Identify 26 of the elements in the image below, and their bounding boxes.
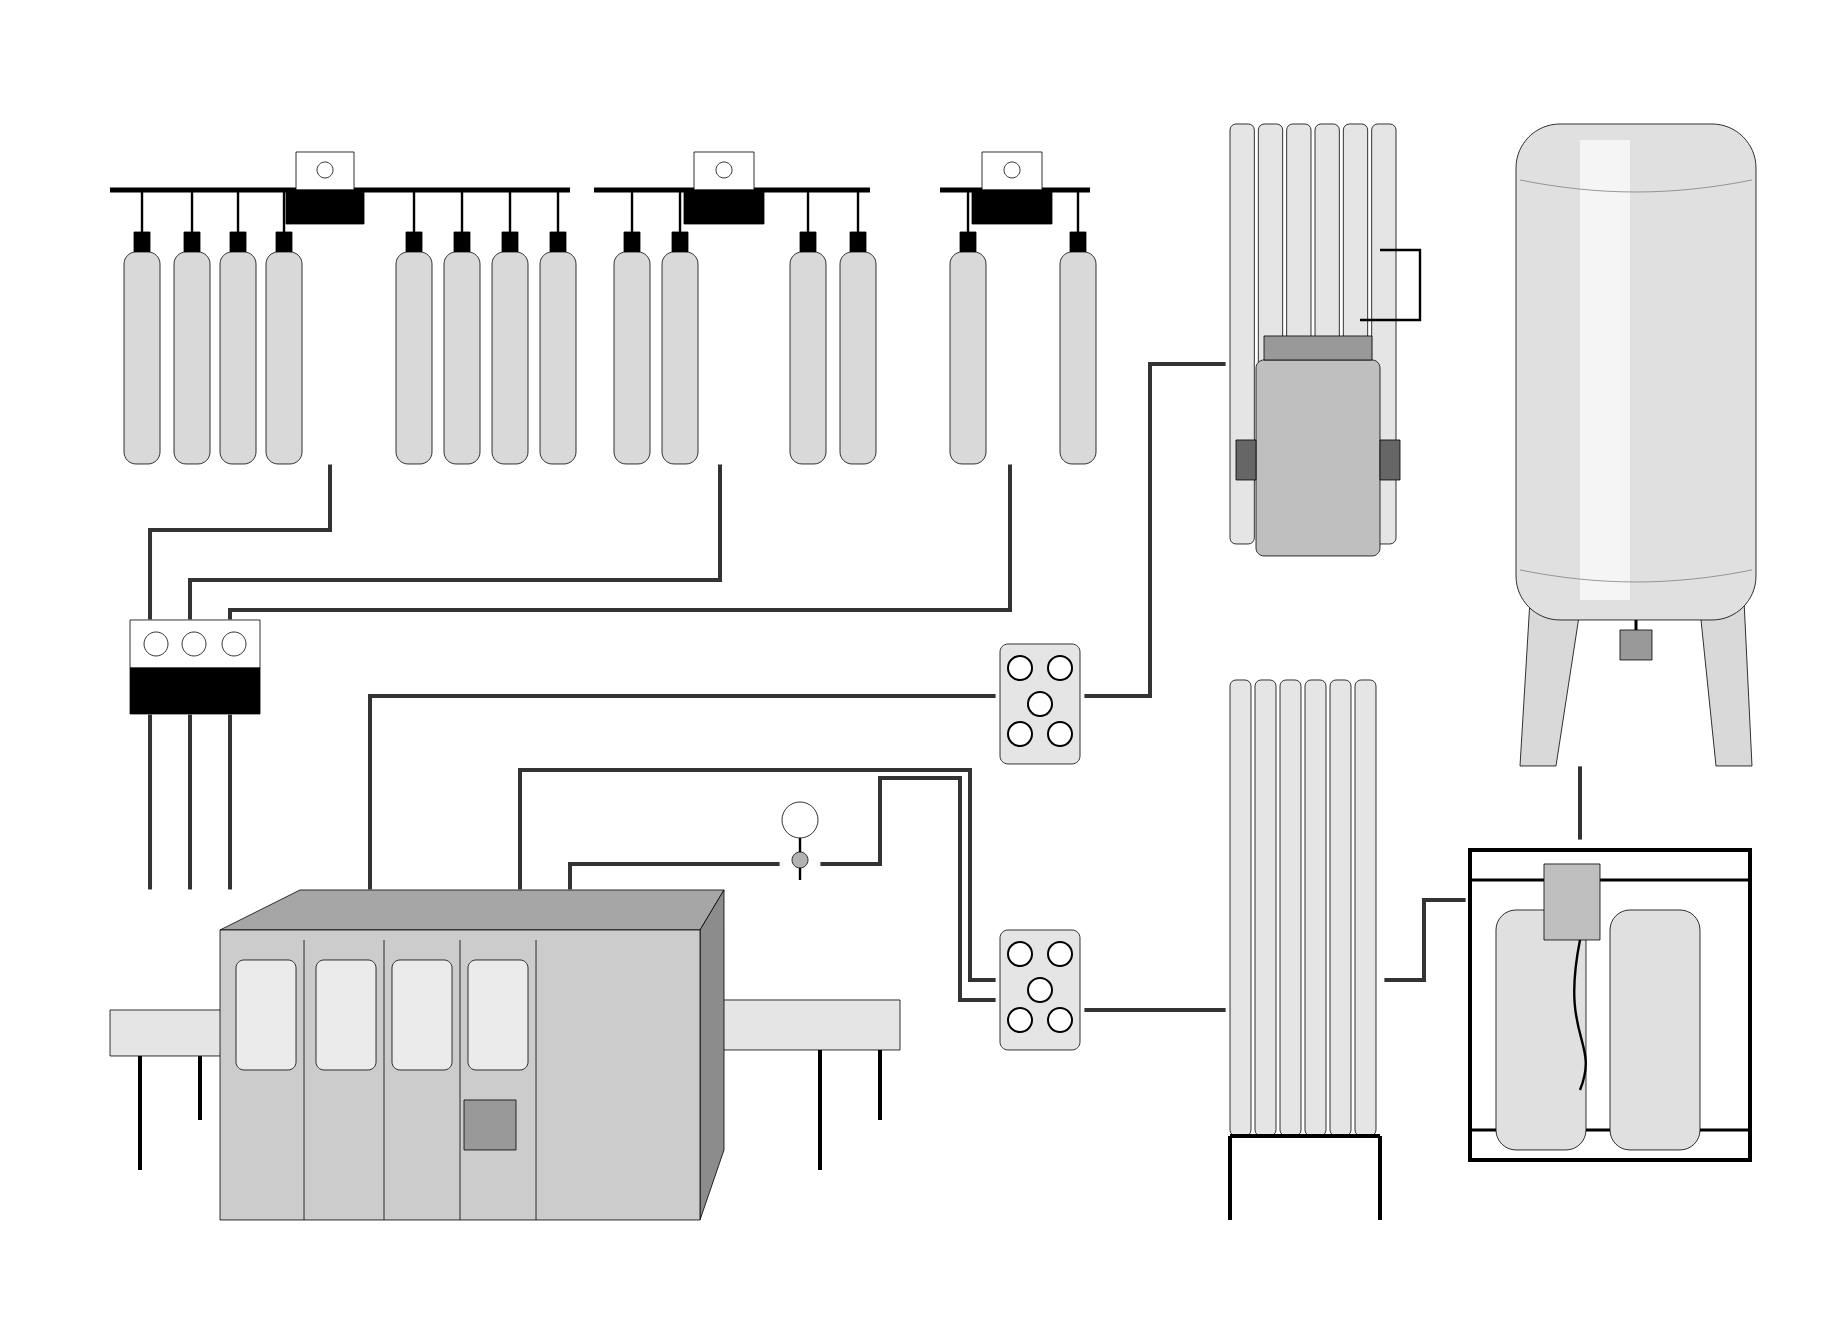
pump-skid-drawing: [1468, 847, 1752, 1162]
pipe: [188, 464, 722, 620]
pipe: [368, 694, 996, 890]
cylinder-bank-drawing: [940, 151, 1097, 465]
pipe: [568, 862, 780, 890]
regulator-drawing: [999, 643, 1081, 765]
pipe: [228, 464, 1012, 620]
vaporizer-drawing: [1229, 123, 1422, 557]
pipe: [1084, 362, 1226, 698]
pipe: [148, 714, 152, 890]
pipe: [148, 464, 332, 620]
vaporizer-drawing: [1228, 679, 1382, 1220]
pipe: [1084, 1007, 1226, 1012]
pipe: [188, 714, 192, 890]
pressure-gauge-drawing: [781, 801, 819, 880]
cylinder-bank-drawing: [594, 151, 877, 465]
regulator-drawing: [999, 929, 1081, 1051]
gauge-panel-drawing: [129, 619, 261, 715]
pipe: [1384, 897, 1466, 982]
pipe: [228, 714, 232, 890]
storage-tank-drawing: [1515, 123, 1757, 767]
pipe: [820, 776, 996, 1002]
cylinder-bank-drawing: [110, 151, 577, 465]
furnace-drawing: [109, 889, 901, 1221]
pipe: [1578, 766, 1582, 840]
pipe: [518, 767, 996, 982]
